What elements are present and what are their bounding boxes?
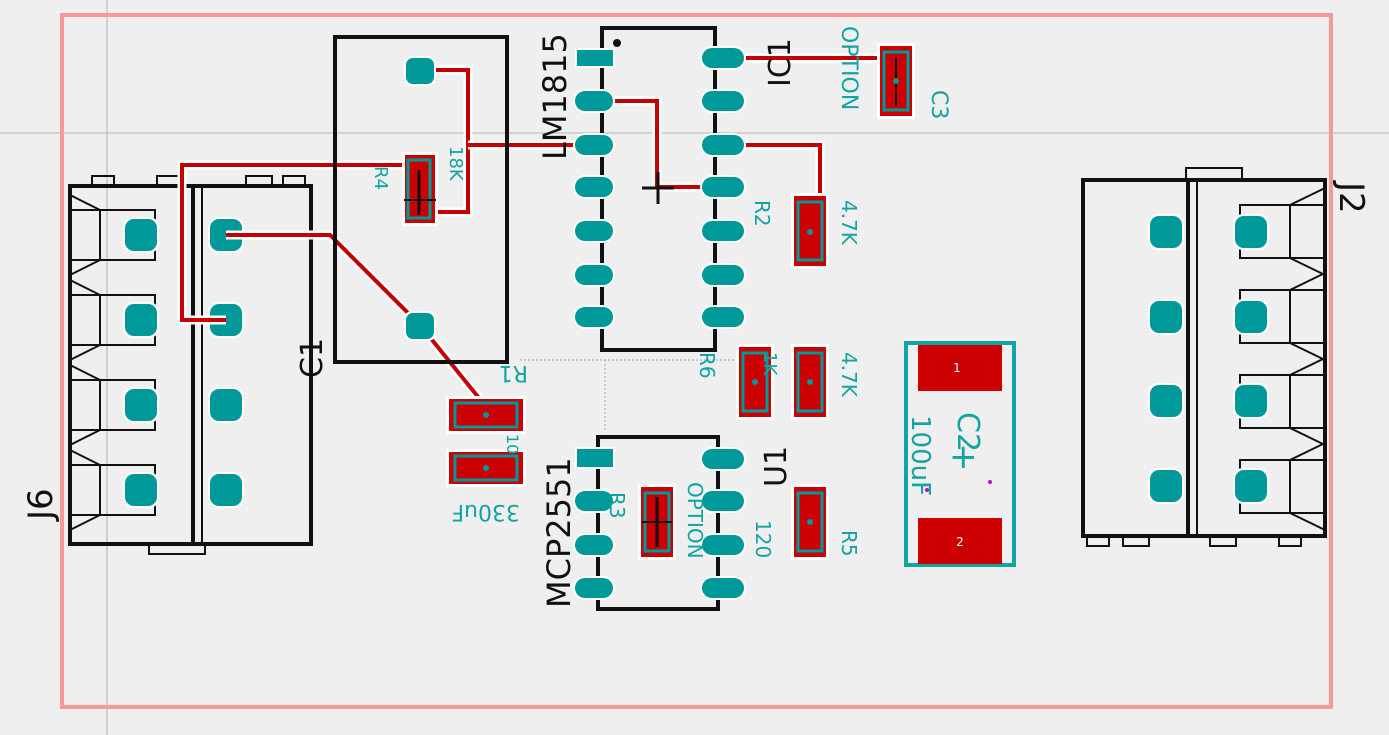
u1-name-label: U1 (759, 446, 794, 487)
connector-j6[interactable] (68, 175, 313, 555)
potentiometer-outline[interactable] (333, 35, 509, 364)
c2-polarity-mark: + (949, 437, 978, 477)
r5-value: 120 (751, 520, 775, 558)
resistor-r1[interactable] (446, 396, 526, 434)
c3-value: OPTION (836, 26, 861, 110)
c1-label: C1 (295, 338, 330, 378)
r7-value: 4.7K (837, 352, 861, 398)
resistor-r2[interactable] (791, 193, 829, 269)
misc-value: 10 (503, 434, 522, 454)
j6-label: J6 (21, 488, 61, 522)
r4-value: 18K (445, 146, 466, 182)
capacitor-c2[interactable]: 1 2 (904, 341, 1016, 567)
ic1-name-label: IC1 (763, 38, 798, 87)
r5-name: R5 (837, 530, 861, 557)
r1-name: R1 (499, 360, 528, 385)
j2-label: J2 (1331, 180, 1371, 214)
c1-value: 330uF (451, 499, 520, 524)
ic1-lm1815[interactable] (573, 26, 746, 352)
r3-name: R3 (605, 492, 629, 519)
r3-value: OPTION (683, 482, 707, 559)
u1-mcp2551[interactable] (573, 435, 746, 611)
c2-value: 100uF (905, 415, 935, 496)
r4-name: R4 (370, 166, 391, 190)
ic1-value-label: LM1815 (536, 33, 574, 160)
capacitor-c3[interactable] (877, 43, 915, 119)
resistor-r5[interactable] (791, 484, 829, 560)
c2-pad-1-number: 1 (953, 361, 961, 375)
board-outline (60, 13, 1333, 709)
connector-j2[interactable] (1081, 167, 1327, 547)
c2-pad-2-number: 2 (956, 535, 964, 549)
resistor-4k7[interactable] (791, 344, 829, 420)
resistor-r4[interactable] (402, 152, 438, 226)
resistor-r3[interactable] (638, 484, 676, 560)
c2-name: C2 (950, 412, 985, 452)
c3-name: C3 (926, 90, 951, 119)
r2-name: R2 (750, 200, 774, 227)
u1-value-label: MCP2551 (540, 457, 578, 608)
r2-value: 4.7K (837, 200, 861, 246)
resistor-r6[interactable] (736, 344, 774, 420)
r6-value: 1K (759, 352, 780, 376)
capacitor-330uf[interactable] (446, 449, 526, 487)
r6-name: R6 (695, 352, 719, 379)
